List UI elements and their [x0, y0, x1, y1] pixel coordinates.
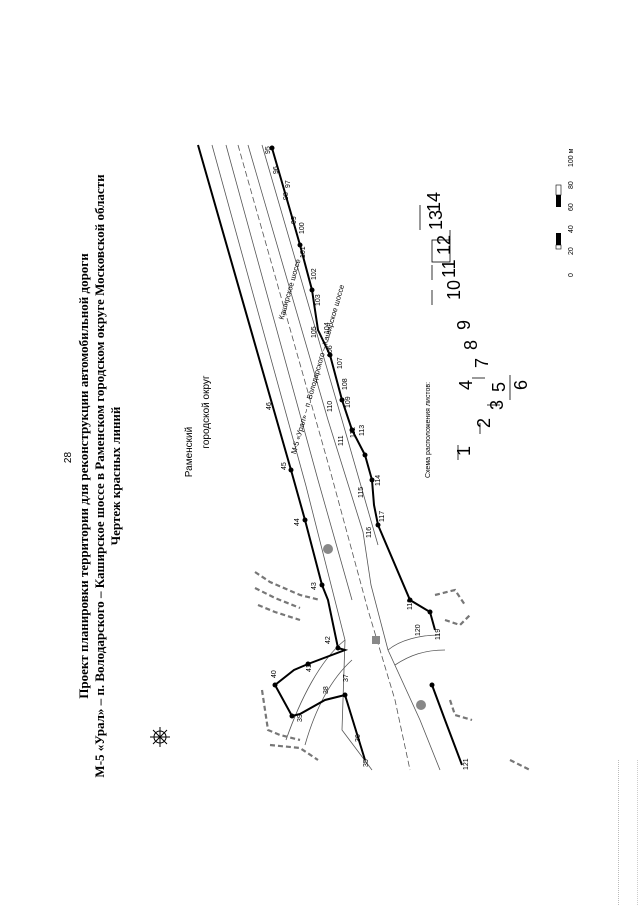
sheet-6: 6 [511, 380, 531, 390]
sheet-13: 13 [426, 210, 446, 230]
point-label: 121 [463, 758, 470, 770]
point-label: 112 [350, 427, 357, 438]
sheet-14: 14 [424, 192, 444, 212]
road-label-2: Каширское шоссе [277, 258, 303, 320]
point-labels-lower: 95 96 97 98 99 100 101 102 103 104 105 1… [265, 146, 470, 770]
scale-label: 80 [568, 181, 575, 189]
point-label: 113 [359, 425, 366, 436]
point-label: 99 [291, 216, 298, 224]
point-label: 101 [300, 246, 307, 258]
road-sign-icons [323, 544, 426, 710]
district-label-line-2: городской округ [201, 375, 212, 449]
point-label: 105 [311, 326, 318, 338]
scale-label: 20 [568, 247, 575, 255]
sheet-8: 8 [461, 340, 481, 350]
point-label: 119 [435, 629, 442, 640]
point-label: 46 [266, 402, 273, 410]
point-label: 114 [375, 475, 382, 486]
north-arrow-icon [150, 727, 170, 747]
point-label: 102 [311, 268, 318, 280]
sheet-2: 2 [474, 418, 494, 428]
point-label: 44 [294, 518, 301, 526]
point-label: 100 [299, 222, 306, 234]
scale-bar: 0 20 40 60 80 100 м [555, 148, 575, 277]
point-label: 109 [345, 396, 352, 408]
point-label: 95 [265, 146, 272, 154]
sheet-scheme-title: Схема расположения листов: [425, 382, 432, 478]
point-label: 43 [311, 582, 318, 590]
scale-labels: 0 20 40 60 80 100 м [568, 148, 575, 277]
point-label: 45 [281, 462, 288, 470]
sheet-4: 4 [456, 380, 476, 390]
point-label: 106 [327, 345, 334, 357]
scale-label: 60 [568, 203, 575, 211]
vertex-points [269, 145, 435, 719]
dashed-boundaries [254, 571, 531, 771]
point-label: 39 [297, 714, 304, 722]
point-label: 118 [407, 599, 414, 610]
sheet-7: 7 [472, 358, 492, 368]
point-label: 120 [415, 624, 422, 636]
point-label: 41 [306, 664, 313, 672]
point-label: 103 [315, 294, 322, 306]
point-label: 37 [343, 674, 350, 682]
point-label: 35 [363, 759, 370, 767]
sheet-5: 5 [489, 382, 509, 392]
red-line-upper [197, 144, 366, 761]
point-label: 111 [338, 435, 345, 446]
point-label: 115 [358, 487, 365, 498]
point-label: 97 [285, 180, 292, 188]
sheet-layout-scheme: Схема расположения листов: 1 2 3 4 5 6 7… [419, 192, 531, 478]
point-label: 96 [273, 166, 280, 174]
point-label: 117 [379, 511, 386, 522]
point-label: 107 [337, 357, 344, 369]
point-label: 36 [355, 734, 362, 742]
sheet-12: 12 [434, 235, 454, 255]
district-label-line-1: Раменский [184, 427, 195, 477]
point-label: 42 [325, 636, 332, 644]
sheet-11: 11 [439, 259, 459, 278]
sheet-1: 1 [454, 446, 474, 456]
scan-edge-lines [618, 760, 638, 905]
scale-label: 100 м [568, 148, 575, 167]
scale-label: 0 [568, 273, 575, 277]
point-label: 38 [323, 686, 330, 694]
sheet-10: 10 [444, 280, 464, 300]
point-label: 116 [366, 527, 373, 538]
scale-label: 40 [568, 225, 575, 233]
sheet-numbers: 1 2 3 4 5 6 7 8 9 10 11 12 13 14 [424, 192, 531, 456]
point-label: 104 [324, 322, 331, 334]
point-label: 108 [342, 378, 349, 390]
sheet-dividers [419, 205, 511, 460]
point-label: 110 [327, 401, 334, 412]
road-outline [211, 144, 446, 771]
point-label: 40 [271, 670, 278, 678]
point-label: 98 [283, 192, 290, 200]
point-labels-upper: 35 36 37 38 39 40 41 42 43 44 45 46 [266, 402, 370, 767]
sheet-9: 9 [454, 320, 474, 330]
